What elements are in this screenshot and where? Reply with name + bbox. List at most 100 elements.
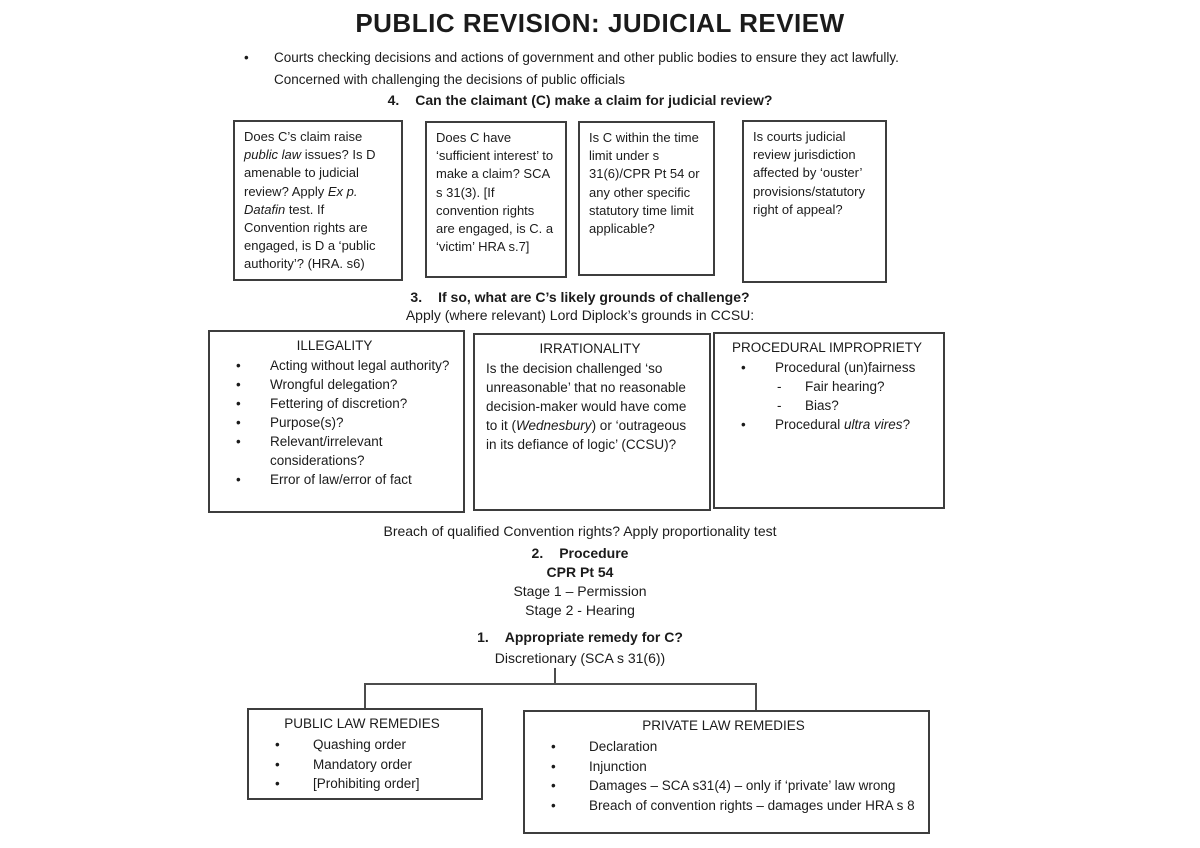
list-item: • Procedural (un)fairness <box>715 358 939 377</box>
illegality-list: • Acting without legal authority? • Wron… <box>210 356 459 489</box>
list-item: • Fettering of discretion? <box>210 394 459 413</box>
list-item: • Acting without legal authority? <box>210 356 459 375</box>
list-item-text: Relevant/irrelevant considerations? <box>270 434 383 468</box>
list-item-text: Acting without legal authority? <box>270 358 450 373</box>
list-item: • Injunction <box>525 757 922 777</box>
list-item: • Purpose(s)? <box>210 413 459 432</box>
list-item: • Error of law/error of fact <box>210 470 459 489</box>
grounds-box-title: PROCEDURAL IMPROPRIETY <box>731 340 923 355</box>
list-item-text: Injunction <box>589 758 647 774</box>
claim-box-public-law: Does C’s claim raise public law issues? … <box>233 120 403 281</box>
list-item-text: Breach of convention rights – damages un… <box>589 798 915 814</box>
bullet-icon: • <box>741 360 746 375</box>
bullet-icon: • <box>236 358 241 373</box>
breach-note: Breach of qualified Convention rights? A… <box>383 523 777 539</box>
irrationality-text: Is the decision challenged ‘so unreasona… <box>475 359 705 454</box>
bullet-icon: • <box>275 756 280 772</box>
bullet-icon: • <box>236 472 241 487</box>
list-item-text: Fair hearing? <box>805 379 885 394</box>
text-run: issues? Is D amenable to judicial review… <box>244 147 376 199</box>
list-item-text: Wrongful delegation? <box>270 377 398 392</box>
text-run: public law <box>244 147 302 163</box>
heading-number: 4. <box>387 92 400 108</box>
list-item: • Mandatory order <box>249 755 475 775</box>
grounds-box-irrationality: IRRATIONALITY Is the decision challenged… <box>473 333 711 511</box>
public-remedies-box: PUBLIC LAW REMEDIES • Quashing order • M… <box>247 708 483 800</box>
list-item: • Breach of convention rights – damages … <box>525 796 922 816</box>
step4-heading: 4. Can the claimant (C) make a claim for… <box>208 92 952 108</box>
stage1-line: Stage 1 – Permission <box>513 583 647 599</box>
discretionary-note: Discretionary (SCA s 31(6)) <box>494 650 666 666</box>
intro-line-2: Concerned with challenging the decisions… <box>274 72 625 87</box>
step3-heading: 3. If so, what are C’s likely grounds of… <box>208 289 952 305</box>
connector-right-drop <box>755 683 757 711</box>
connector-stem <box>554 668 556 684</box>
list-item: • Relevant/irrelevant considerations? <box>210 432 459 470</box>
claim-box-sufficient-interest: Does C have ‘sufficient interest’ to mak… <box>425 121 567 278</box>
list-item-text: Quashing order <box>313 736 407 752</box>
grounds-box-procedural-impropriety: PROCEDURAL IMPROPRIETY • Procedural (un)… <box>713 332 945 509</box>
list-item-text: Procedural (un)fairness <box>775 360 916 375</box>
intro-bullet-item: • Courts checking decisions and actions … <box>238 47 958 91</box>
heading-text: If so, what are C’s likely grounds of ch… <box>438 289 750 305</box>
list-item: • Quashing order <box>249 735 475 755</box>
public-remedies-list: • Quashing order • Mandatory order • [Pr… <box>249 735 475 794</box>
bullet-icon: • <box>236 434 241 449</box>
dash-icon: - <box>777 398 782 413</box>
step1-heading: 1. Appropriate remedy for C? <box>208 629 952 645</box>
claim-box-4-text: Is courts judicial review jurisdiction a… <box>753 129 865 217</box>
private-remedies-list: • Declaration • Injunction • Damages – S… <box>525 737 922 816</box>
list-item: - Fair hearing? <box>715 377 939 396</box>
bullet-icon: • <box>236 377 241 392</box>
heading-number: 1. <box>477 629 489 645</box>
intro-line-1: Courts checking decisions and actions of… <box>274 50 899 65</box>
text-run: ultra vires <box>844 417 903 432</box>
heading-text: Can the claimant (C) make a claim for ju… <box>415 92 773 108</box>
text-run: test. If Convention rights are engaged, … <box>244 201 376 272</box>
text-run: Is the decision challenged ‘so unreasona… <box>486 361 687 433</box>
list-item-text: Procedural ultra vires? <box>775 415 939 434</box>
remedies-box-title: PRIVATE LAW REMEDIES <box>642 718 805 733</box>
list-item: • Wrongful delegation? <box>210 375 459 394</box>
bullet-icon: • <box>236 415 241 430</box>
step3-subheading: Apply (where relevant) Lord Diplock’s gr… <box>405 307 755 323</box>
step2-heading: 2. Procedure <box>208 545 952 561</box>
text-run: Ex p. Datafin <box>244 183 358 217</box>
list-item-text: Error of law/error of fact <box>270 472 412 487</box>
bullet-icon: • <box>551 758 556 774</box>
list-item: • Procedural ultra vires? <box>715 415 939 434</box>
text-run: ) or ‘outrageous in its defiance of logi… <box>486 418 687 452</box>
bullet-icon: • <box>275 736 280 752</box>
grounds-box-illegality: ILLEGALITY • Acting without legal author… <box>208 330 465 513</box>
stage2-line: Stage 2 - Hearing <box>525 602 635 618</box>
list-item: • [Prohibiting order] <box>249 774 475 794</box>
bullet-icon: • <box>275 776 280 792</box>
claim-box-2-text: Does C have ‘sufficient interest’ to mak… <box>436 130 554 255</box>
list-item-text: Damages – SCA s31(4) – only if ‘private’… <box>589 778 896 794</box>
private-remedies-box: PRIVATE LAW REMEDIES • Declaration • Inj… <box>523 710 930 834</box>
dash-icon: - <box>777 379 782 394</box>
text-run: Wednesbury <box>516 418 592 433</box>
bullet-icon: • <box>551 738 556 754</box>
list-item-text: Purpose(s)? <box>270 415 344 430</box>
text-run: ? <box>902 417 911 432</box>
claim-box-time-limit: Is C within the time limit under s 31(6)… <box>578 121 715 276</box>
claim-box-3-text: Is C within the time limit under s 31(6)… <box>589 130 700 237</box>
bullet-icon: • <box>741 417 746 432</box>
bullet-icon: • <box>236 396 241 411</box>
list-item-text: Mandatory order <box>313 756 413 772</box>
remedies-box-title: PUBLIC LAW REMEDIES <box>284 716 440 731</box>
text-run: Does C’s claim raise <box>244 129 363 144</box>
page-title: PUBLIC REVISION: JUDICIAL REVIEW <box>355 8 845 38</box>
list-item-text: Fettering of discretion? <box>270 396 408 411</box>
procedural-sub-list: - Fair hearing? - Bias? <box>715 377 939 415</box>
list-item-text: Bias? <box>805 398 839 413</box>
list-item: • Declaration <box>525 737 922 757</box>
intro-text: Courts checking decisions and actions of… <box>274 47 899 91</box>
bullet-icon: • <box>244 50 249 65</box>
list-item-text: [Prohibiting order] <box>313 776 420 792</box>
list-item: • Damages – SCA s31(4) – only if ‘privat… <box>525 776 922 796</box>
text-run: Procedural <box>775 417 845 432</box>
claim-box-ouster: Is courts judicial review jurisdiction a… <box>742 120 887 283</box>
list-item-text: Declaration <box>589 738 658 754</box>
